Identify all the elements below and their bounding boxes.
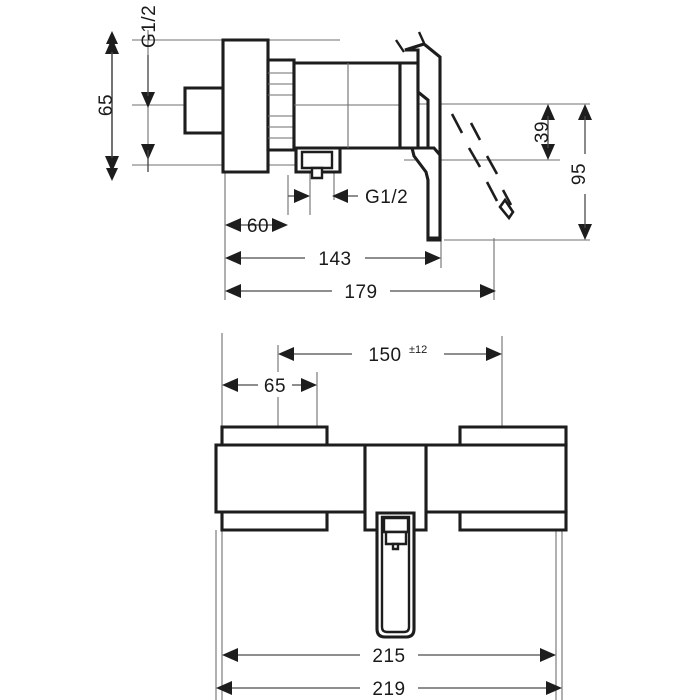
dimension-65-vertical: 65 xyxy=(96,31,119,181)
dim-label-65-front: 65 xyxy=(264,376,286,397)
lever-skirt xyxy=(410,146,442,240)
left-body-block xyxy=(214,443,367,514)
left-lower-collar xyxy=(220,510,329,532)
centre-column xyxy=(363,443,428,532)
lever-detail-upper xyxy=(382,516,410,534)
handle-swing-range xyxy=(450,113,515,221)
dimension-39: 39 xyxy=(532,104,555,160)
side-elevation-view: 65 G1/2 G1/2 60 xyxy=(96,5,597,303)
dimension-150: 150 ±12 xyxy=(278,340,502,366)
right-inlet-collar xyxy=(458,425,568,447)
wall-escutcheon xyxy=(221,38,270,174)
dim-label-g12-inlet: G1/2 xyxy=(139,5,160,48)
right-lower-collar xyxy=(458,510,568,532)
dim-label-g12-outlet: G1/2 xyxy=(365,187,408,208)
dim-label-65-top: 65 xyxy=(96,94,117,116)
lever-detail-lower xyxy=(384,530,408,546)
dim-label-60: 60 xyxy=(247,216,269,237)
lever-detail-pin xyxy=(391,542,400,551)
dim-label-150-tolerance: ±12 xyxy=(409,344,427,356)
right-body-block xyxy=(424,443,568,514)
mixer-front-body xyxy=(214,425,568,639)
dimension-215: 215 xyxy=(222,642,556,667)
dim-label-95: 95 xyxy=(569,163,590,185)
dimension-g12-inlet: G1/2 xyxy=(139,5,160,172)
dimension-65-front: 65 xyxy=(222,372,317,397)
cartridge-cover xyxy=(398,61,420,150)
dim-label-39: 39 xyxy=(532,121,553,143)
dimension-g12-outlet: G1/2 xyxy=(288,187,408,208)
dim-label-179: 179 xyxy=(344,282,377,303)
left-inlet-collar xyxy=(220,425,329,447)
outlet-thread-stub xyxy=(310,166,324,180)
dimension-143: 143 xyxy=(225,246,441,270)
dim-label-215: 215 xyxy=(372,646,405,667)
front-elevation-view: 150 ±12 65 215 219 xyxy=(214,333,568,700)
union-nut xyxy=(266,58,296,152)
dim-label-219: 219 xyxy=(372,679,405,700)
dimension-179: 179 xyxy=(225,279,496,303)
dim-label-143: 143 xyxy=(318,249,351,270)
inlet-nipple xyxy=(183,86,225,135)
dimension-219: 219 xyxy=(216,675,562,700)
mixer-side-body xyxy=(183,31,515,242)
dimension-95: 95 xyxy=(569,104,597,240)
dimension-60: 60 xyxy=(225,216,288,237)
dim-label-150: 150 xyxy=(368,345,401,366)
